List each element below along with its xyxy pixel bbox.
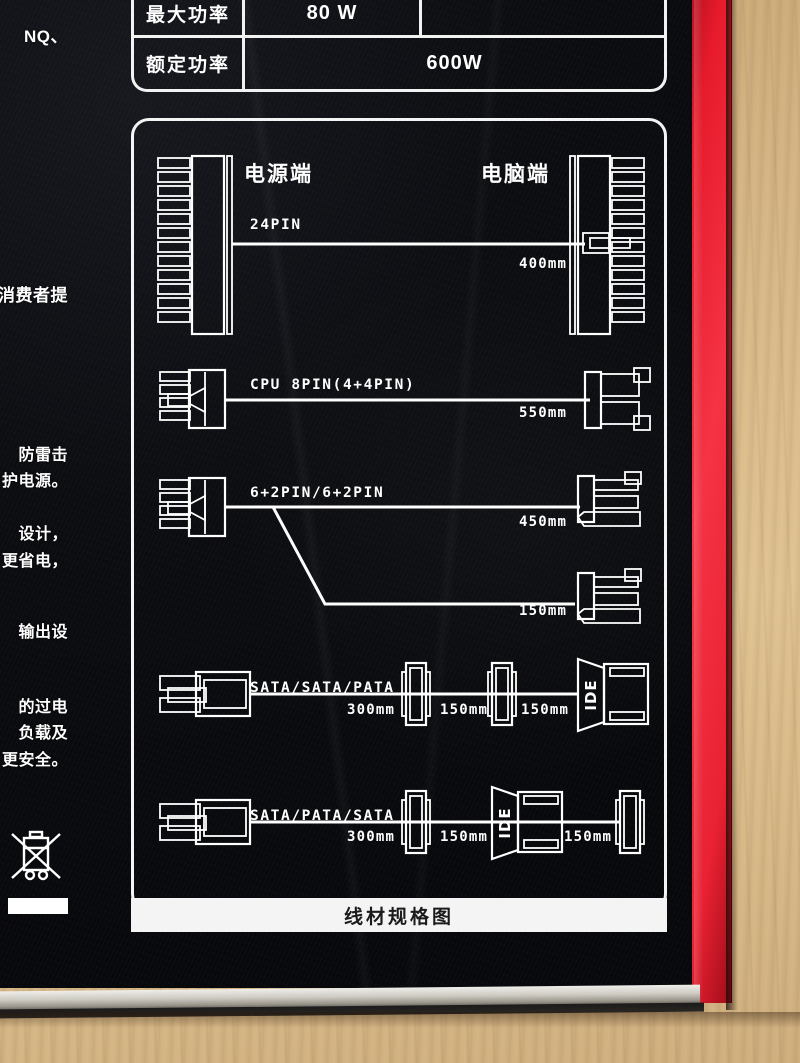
table-row: 额定功率 600W <box>134 38 664 89</box>
specification-table: 最大电流 18A 18A 30A 0.3A 2.5A 最大功率 80 W <box>131 0 667 92</box>
left-text-column: NQ、 大消费者提 防雷击 护电源。 设计， 更省电， 输出设 的过电 负载及 … <box>0 0 72 930</box>
cable-length: 300mm <box>347 829 396 845</box>
cable-label-24pin: 24PIN <box>250 217 302 233</box>
cable-length: 550mm <box>519 405 568 421</box>
cable-length: 150mm <box>519 603 568 619</box>
table-cell: 600W <box>426 52 483 74</box>
panel-title-bar: 线材规格图 <box>131 898 667 932</box>
cable-label-sata-sata-pata: SATA/SATA/PATA <box>250 680 395 696</box>
cable-label-pcie: 6+2PIN/6+2PIN <box>250 485 385 501</box>
crossed-out-wheeled-bin-icon <box>11 830 61 881</box>
left-text-line: 更安全。 <box>1 752 68 769</box>
cable-length: 450mm <box>519 514 568 530</box>
box-front-face: NQ、 大消费者提 防雷击 护电源。 设计， 更省电， 输出设 的过电 负载及 … <box>0 0 692 988</box>
cable-length: 150mm <box>521 702 570 718</box>
table-contact-shadow <box>0 1012 800 1028</box>
table-cell: 80 W <box>306 2 358 24</box>
box-edge-shadow <box>726 0 738 1010</box>
weee-underline-bar <box>8 898 68 914</box>
label-computer-end: 电脑端 <box>481 163 550 186</box>
cable-label-sata-pata-sata: SATA/PATA/SATA <box>250 808 395 824</box>
left-text-line: 输出设 <box>18 624 68 641</box>
left-text-line: NQ、 <box>24 27 68 46</box>
cable-length: 150mm <box>440 702 489 718</box>
table-row: 最大功率 80 W <box>134 0 664 38</box>
cable-length: 400mm <box>519 256 568 272</box>
left-text-line: 负载及 <box>18 725 68 742</box>
table-cell <box>422 0 664 35</box>
cable-diagram-panel <box>131 118 667 912</box>
left-text-line: 的过电 <box>18 699 68 716</box>
cable-length: 150mm <box>440 829 489 845</box>
table-cell-label: 额定功率 <box>145 55 230 76</box>
left-text-line: 护电源。 <box>1 473 68 490</box>
table-cell-label: 最大功率 <box>145 5 230 26</box>
box-red-edge-highlight <box>694 0 703 1003</box>
left-text-line: 防雷击 <box>18 447 68 464</box>
left-text-line: 设计， <box>18 526 68 543</box>
cable-length: 300mm <box>347 702 396 718</box>
left-text-line: 大消费者提 <box>0 286 68 305</box>
left-text-line: 更省电， <box>1 553 68 570</box>
box-red-edge <box>688 0 732 1003</box>
panel-title-text: 线材规格图 <box>343 906 454 928</box>
cable-length: 150mm <box>564 829 613 845</box>
cable-label-cpu8pin: CPU 8PIN(4+4PIN) <box>250 377 416 393</box>
label-power-supply-end: 电源端 <box>244 163 313 186</box>
